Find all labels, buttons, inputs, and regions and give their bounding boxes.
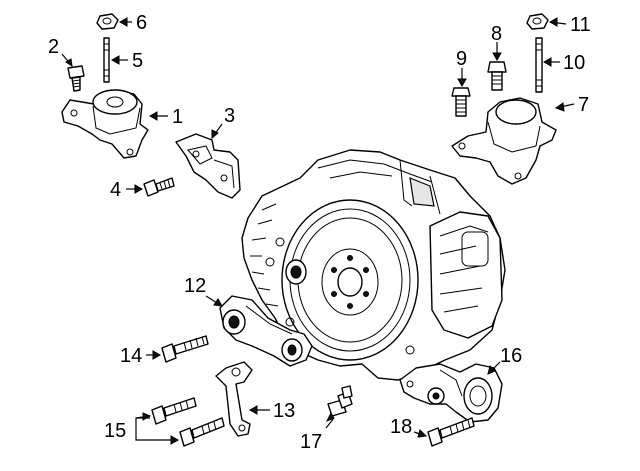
part-3-bracket bbox=[175, 133, 241, 199]
callout-7: 7 bbox=[578, 94, 589, 116]
callout-10: 10 bbox=[563, 52, 585, 74]
callout-17: 17 bbox=[300, 431, 322, 453]
part-15-bolt-upper bbox=[151, 397, 197, 425]
part-6-nut bbox=[96, 13, 119, 30]
callout-labels: 1 2 3 4 5 6 7 8 9 10 11 12 13 14 15 16 1… bbox=[48, 12, 591, 453]
callout-8: 8 bbox=[491, 23, 502, 45]
part-16-mount bbox=[399, 363, 503, 423]
callout-5: 5 bbox=[132, 50, 143, 72]
callout-13: 13 bbox=[273, 400, 295, 422]
callout-12: 12 bbox=[184, 275, 206, 297]
part-14-bolt bbox=[161, 335, 209, 363]
part-11-nut bbox=[526, 13, 549, 30]
transaxle-assembly bbox=[241, 149, 506, 381]
callout-6: 6 bbox=[136, 12, 147, 34]
callout-15: 15 bbox=[104, 420, 126, 442]
part-18-bolt bbox=[427, 417, 475, 447]
callout-18: 18 bbox=[390, 416, 412, 438]
part-15-bolt-lower bbox=[179, 417, 225, 447]
arrowheads bbox=[65, 17, 565, 445]
part-7-transmission-mount bbox=[451, 97, 557, 185]
callout-9: 9 bbox=[456, 48, 467, 70]
part-17-bolt bbox=[327, 385, 353, 417]
part-8-bolt bbox=[487, 61, 507, 91]
part-5-stud bbox=[103, 37, 110, 83]
part-13-bracket bbox=[215, 361, 253, 437]
callout-14: 14 bbox=[120, 345, 142, 367]
callout-16: 16 bbox=[500, 345, 522, 367]
part-1-engine-mount bbox=[61, 89, 149, 159]
part-12-torque-rod bbox=[219, 295, 313, 367]
part-4-bolt bbox=[143, 177, 175, 197]
callout-3: 3 bbox=[224, 105, 235, 127]
part-9-bolt bbox=[451, 87, 471, 117]
callout-11: 11 bbox=[570, 14, 591, 36]
callout-1: 1 bbox=[172, 106, 183, 128]
part-10-stud bbox=[535, 37, 543, 93]
callout-2: 2 bbox=[48, 36, 59, 58]
callout-4: 4 bbox=[110, 179, 121, 201]
part-2-bolt bbox=[67, 65, 85, 92]
